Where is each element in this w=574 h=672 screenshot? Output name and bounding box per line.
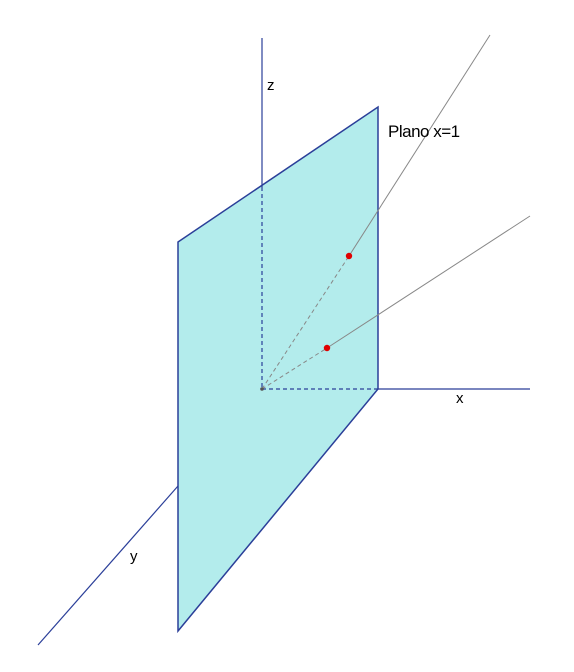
z-axis-label: z [267,77,275,94]
y-axis-label: y [130,548,138,565]
intersection-point-1 [345,252,353,260]
ray-1 [348,34,491,257]
intersection-point-2 [323,344,331,352]
ray-2-hidden [261,347,328,390]
ray-2 [326,215,531,349]
y-axis [37,485,179,646]
x-axis-label: x [456,390,464,407]
plane-label: Plano x=1 [388,122,460,141]
ray-1-hidden [261,255,350,390]
origin-point [260,387,264,391]
plane-x-equals-1 [177,105,379,634]
